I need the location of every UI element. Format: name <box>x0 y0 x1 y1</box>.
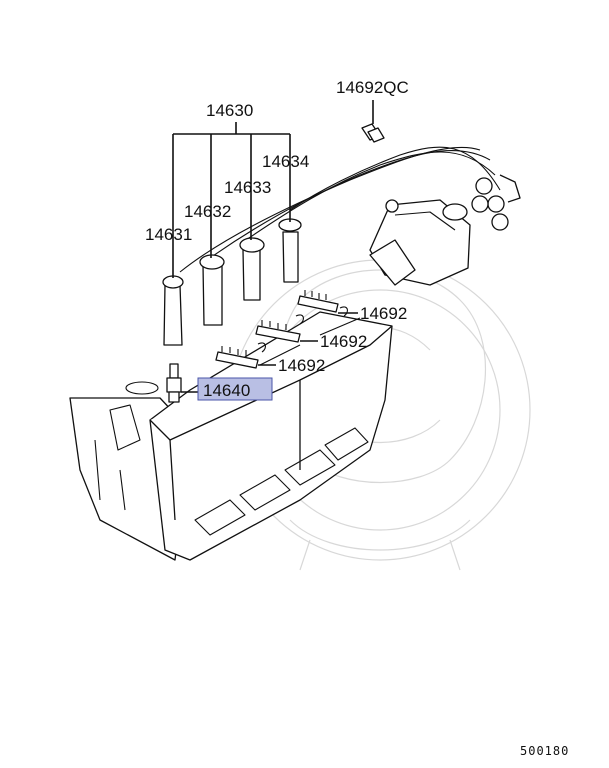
bolt-part <box>361 123 385 143</box>
label-cable-4[interactable]: 14634 <box>262 152 309 171</box>
footer-code: 500180 <box>520 744 569 758</box>
cable-clamps <box>215 290 349 369</box>
ignition-cables <box>179 146 521 273</box>
highlight-box <box>197 377 273 401</box>
label-bolt[interactable]: 14692QC <box>336 78 409 97</box>
spark-plug <box>166 363 182 403</box>
label-spark-plug[interactable]: 14640 <box>203 381 250 400</box>
label-cable-3[interactable]: 14633 <box>224 178 271 197</box>
leader-lines <box>172 100 374 393</box>
cable-boots <box>162 218 302 346</box>
label-harness-set[interactable]: 14630 <box>206 101 253 120</box>
label-clamp-3[interactable]: 14692 <box>278 356 325 375</box>
label-clamp-1[interactable]: 14692 <box>360 304 407 323</box>
label-cable-2[interactable]: 14632 <box>184 202 231 221</box>
label-clamp-2[interactable]: 14692 <box>320 332 367 351</box>
label-cable-1[interactable]: 14631 <box>145 225 192 244</box>
distributor <box>369 199 471 286</box>
